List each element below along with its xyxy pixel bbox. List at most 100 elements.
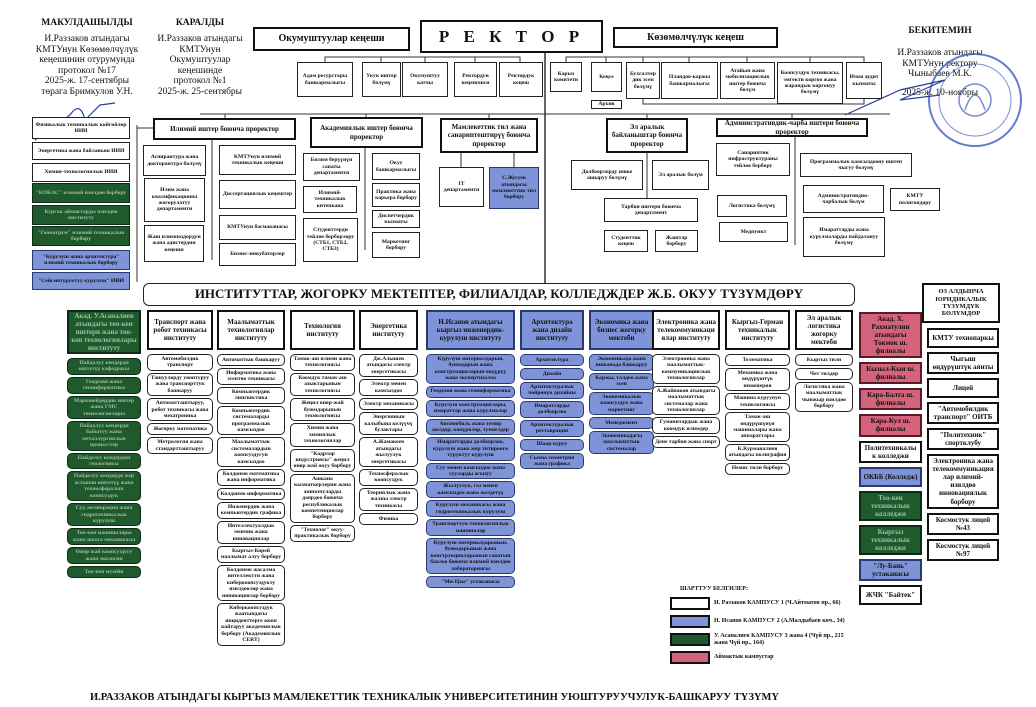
rector-unit-box: Бухгалтердик эсеп бөлүмү: [626, 62, 660, 99]
approval-line: 2025-ж. 25-сентябры: [157, 86, 243, 97]
institute-header-box: Энергетика институту: [359, 310, 418, 350]
department-box: Диссертациялык кеңештер: [219, 180, 296, 209]
institute-header-box: Транспорт жана робот техникасы институту: [147, 310, 213, 350]
legend-label: Аймактык кампустар: [714, 654, 774, 661]
department-box: Коомдук тамак-аш азыктарынын технологияс…: [290, 372, 355, 397]
department-box: Теориялык жана жалпы электр техникасы: [359, 487, 418, 512]
department-box: Колдонмо жасалма интеллектти жана киберк…: [217, 564, 285, 601]
research-institute-box: Кургак аймактарды изилдөө институту: [32, 205, 130, 225]
institutes-header: ИНСТИТУТТАР, ЖОГОРКУ МЕКТЕПТЕР, ФИЛИАЛДА…: [143, 283, 855, 306]
department-box: КМТУнун илимий техникалык кеңеши: [219, 145, 296, 175]
department-box: Жеңил өнөр-жай буюмдарынын технологиясы: [290, 398, 355, 422]
legend-swatch: [670, 615, 710, 628]
vice-rector-administrative-box: Административдик-чарба иштери боюнча про…: [716, 118, 868, 137]
department-box: "Ми-Цзы" устаканасы: [426, 576, 515, 589]
branch-box: ОКББ (Колледж): [859, 466, 922, 487]
department-box: Курулуш материалдарын, буюмдарын жана ко…: [426, 354, 515, 384]
approval-reviewed-title: КАРАЛДЫ: [175, 18, 225, 28]
department-box: Пайдалуу кендерди жер астынан иштетүү жа…: [67, 471, 141, 502]
independent-unit-box: Космостук лицей №43: [927, 512, 999, 535]
department-box: Автомобиль жана темир жолдор, көпүрөлөр,…: [426, 418, 515, 436]
independent-unit-box: "Автомобилдик транспорт" ОИТБ: [927, 402, 999, 425]
independent-unit-box: Электроника жана телекоммуникациялар или…: [927, 454, 999, 509]
department-box: Аспирантура жана докторантура бөлүмү: [143, 145, 206, 176]
approval-reviewed: КАРАЛДЫ И.Раззаков атындагы КМТУнун Окум…: [150, 18, 250, 97]
department-box: Автоматташтыруу, робот техникасы жана ме…: [147, 398, 213, 422]
independent-unit-box: Чыгыш өндүрүштүк аянты: [927, 352, 999, 375]
approval-line: төрага Бримкулов У.Н.: [41, 86, 133, 97]
approval-agreed: МАКУЛДАШЫЛДЫ И.Раззаков атындагы КМТУнун…: [22, 18, 152, 97]
legend-swatch: [670, 597, 710, 610]
department-box: Санариптик инфраструктураны тейлөө борбо…: [716, 143, 790, 176]
department-box: Пайдалуу кендерди байытуу жана металлург…: [67, 420, 141, 451]
institute-header-box: Кыргыз-Герман техникалык институту: [725, 310, 790, 350]
institute-column: Электроника жана маалыматтык-коммуникаци…: [652, 354, 720, 449]
department-box: Колдонмо информатика: [217, 487, 285, 500]
rector-unit-box: Ички аудит кызматы: [846, 62, 882, 99]
department-box: Административдик-чарбалык бөлүм: [803, 185, 884, 213]
institute-header-box: Маалыматтык технологиялар институту: [217, 310, 285, 350]
independent-units-header: ӨЗ АЛДЫНЧА ЮРИДИКАЛЫК ТҮЗҮМДҮК БӨЛҮМДӨР: [922, 283, 1000, 323]
department-box: Дж.Алышев атындагы электр энергетикасы: [359, 354, 418, 378]
department-box: Телематика: [725, 354, 790, 366]
legend-item: Аймактык кампустар: [670, 651, 774, 664]
branch-box: "Лу-Бань" устаканасы: [859, 558, 922, 581]
branch-box: Кыргыз техникалык колледжи: [859, 524, 922, 555]
vice-rector-state-language-box: Мамлекеттик тил жана санариптештирүү бою…: [440, 118, 538, 153]
department-box: К.Курманалиев атындагы полиграфия: [725, 443, 790, 461]
institute-column: Курулуш материалдарын, буюмдарын жана ко…: [426, 354, 515, 589]
institute-header-box: Электроника жана телекоммуникациялар инс…: [652, 310, 720, 350]
department-box: Жаш илимпоздордун жана адистердин кеңеши: [144, 225, 204, 262]
approval-line: КМТУнун: [179, 44, 221, 55]
department-box: Компьютердик лингвистика: [217, 386, 285, 404]
department-box: Машина куруунун технологиясы: [725, 393, 790, 411]
rector-box: Р Е К Т О Р: [420, 20, 603, 53]
branch-box: ЖЧК "Байтек": [859, 584, 922, 605]
legend-swatch: [670, 633, 710, 647]
approval-line: Окумуштуулар: [169, 55, 231, 66]
legend-label: И. Раззаков КАМПУСУ 1 (Ч.Айтматов пр., 6…: [714, 600, 841, 607]
department-box: Маркшейдердик иштер жана ГМС технологиял…: [67, 395, 141, 419]
department-box: Маркетинг борбору: [372, 232, 420, 258]
legend-label: У. Асаналиев КАМПУСУ 3 жана 4 (Чүй пр., …: [714, 633, 844, 646]
department-box: Программалык камсыздоону иштеп чыгуу бөл…: [800, 153, 912, 177]
department-box: Чет тилдер: [795, 368, 853, 380]
rector-unit-box: Пландоо-каржы башкармалыгы: [661, 62, 718, 99]
branch-box: Кара-Кул ш. филиалы: [859, 414, 922, 437]
department-box: Кыргыз тили: [795, 354, 853, 366]
legend-item: И. Раззаков КАМПУСУ 1 (Ч.Айтматов пр., 6…: [670, 597, 841, 610]
approval-line: протокол №1: [173, 76, 227, 87]
department-box: Сызма геометрия жана графика: [520, 452, 584, 470]
archive-box: Архив: [591, 100, 622, 109]
department-box: Дизайн: [520, 368, 584, 380]
research-institute-box: Энергетика жана байланыш ИИИ: [32, 142, 130, 160]
approval-line: Чыныбаев М.К.: [908, 69, 972, 80]
branch-box: Кара-Балта ш. филиалы: [859, 388, 922, 411]
institute-header-box: Акад. У.Асаналиев атындагы тоо-кен иштер…: [67, 310, 141, 354]
official-seal-icon: [928, 53, 1022, 147]
institute-header-box: Архитектура жана дизайн институту: [520, 310, 584, 350]
department-box: Архитектуралык чөйрөнүн дизайны: [520, 382, 584, 399]
department-box: Автомобилдик транспорт: [147, 354, 213, 371]
department-box: Тамак-аш илими жана технологиясы: [290, 354, 355, 371]
department-box: Долбоорлорду ишке ашыруу бөлүмү: [571, 160, 643, 190]
vice-rector-science-box: Илимий иштер боюнча проректор: [153, 118, 296, 140]
department-box: Логистика жана маалыматтык чынжыр изилдө…: [795, 382, 853, 412]
department-box: Архитектуралык реставрация: [520, 419, 584, 437]
department-box: Информатика жана эсептөө техникасы: [217, 368, 285, 385]
branch-column: Акад. Х. Рахматулин атындагы Токмок ш. ф…: [859, 312, 922, 605]
department-box: Шаар куруу: [520, 438, 584, 451]
legend-title: ШАРТТУУ БЕЛГИЛЕР:: [680, 586, 748, 592]
department-box: Тоо-кен музейи: [67, 566, 141, 579]
department-box: Тарбия иштери боюнча департамент: [604, 198, 698, 222]
department-box: Экономикадагы маалыматтык системалар: [589, 430, 654, 455]
department-box: Курулуш механикасы жана гидротехникалык …: [426, 500, 515, 518]
department-box: Жаштар борбору: [655, 230, 698, 252]
department-box: Медпункт: [719, 222, 788, 242]
department-box: КМТУнун басмаканасы: [219, 215, 296, 240]
